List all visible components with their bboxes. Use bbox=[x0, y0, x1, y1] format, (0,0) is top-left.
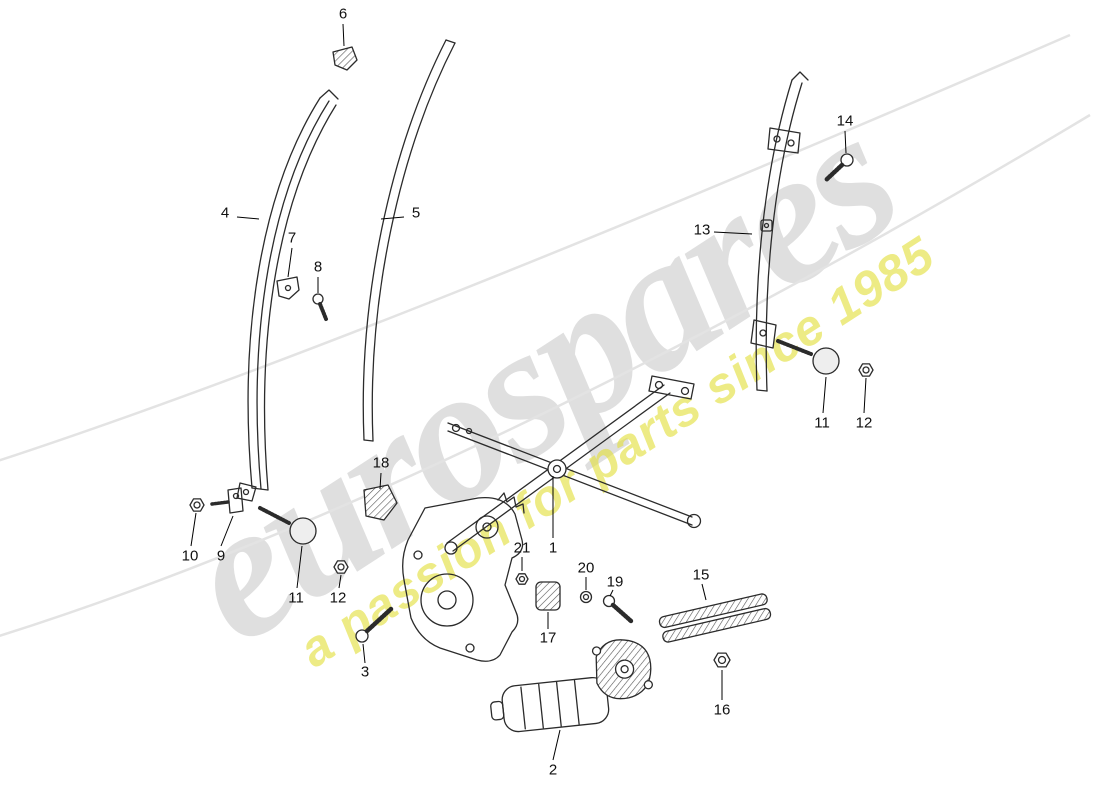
part-label-6: 6 bbox=[338, 5, 348, 23]
guide-rail-5 bbox=[362, 39, 456, 442]
part-label-16: 16 bbox=[713, 701, 731, 719]
part-label-4: 4 bbox=[220, 204, 230, 222]
part-label-11-right: 11 bbox=[814, 414, 830, 432]
part-label-20: 20 bbox=[577, 559, 595, 577]
part-label-7: 7 bbox=[287, 229, 297, 247]
nut-12-left bbox=[333, 560, 349, 574]
part-label-10: 10 bbox=[181, 547, 199, 565]
nut-12-right bbox=[858, 363, 874, 377]
nut-21 bbox=[515, 573, 529, 585]
guide-rail-13 bbox=[750, 71, 809, 392]
bracket-7 bbox=[276, 276, 300, 300]
clip-6 bbox=[332, 46, 358, 71]
part-label-14: 14 bbox=[836, 112, 854, 130]
part-label-3: 3 bbox=[360, 663, 370, 681]
watermark-swoosh bbox=[0, 33, 1091, 638]
part-label-12-right: 12 bbox=[855, 414, 873, 432]
cap-11-right bbox=[776, 339, 840, 375]
screw-14 bbox=[823, 153, 854, 183]
part-label-13: 13 bbox=[693, 221, 711, 239]
screw-8 bbox=[312, 293, 328, 321]
window-regulator-1 bbox=[402, 375, 702, 662]
washer-20 bbox=[579, 590, 593, 604]
part-label-18: 18 bbox=[372, 454, 390, 472]
screw-3 bbox=[355, 606, 394, 643]
part-label-19: 19 bbox=[606, 573, 624, 591]
part-label-11-left: 11 bbox=[288, 589, 304, 607]
part-label-1: 1 bbox=[548, 539, 558, 557]
part-label-2: 2 bbox=[548, 761, 558, 779]
nut-16 bbox=[713, 652, 731, 668]
nut-10 bbox=[189, 498, 205, 512]
bracket-18 bbox=[363, 484, 398, 521]
bracket-9 bbox=[210, 487, 244, 514]
leader-lines bbox=[190, 23, 867, 761]
part-label-9: 9 bbox=[216, 547, 226, 565]
part-label-15: 15 bbox=[692, 566, 710, 584]
part-label-21: 21 bbox=[513, 539, 531, 557]
cap-11-left bbox=[258, 506, 317, 545]
screw-19 bbox=[602, 594, 634, 624]
part-label-5: 5 bbox=[411, 204, 421, 222]
part-label-8: 8 bbox=[313, 258, 323, 276]
part-label-12-left: 12 bbox=[329, 589, 347, 607]
motor-2 bbox=[490, 639, 654, 733]
bracket-17 bbox=[535, 581, 561, 611]
part-label-17: 17 bbox=[539, 629, 557, 647]
rail-15 bbox=[658, 593, 772, 643]
guide-rail-4 bbox=[236, 89, 339, 502]
